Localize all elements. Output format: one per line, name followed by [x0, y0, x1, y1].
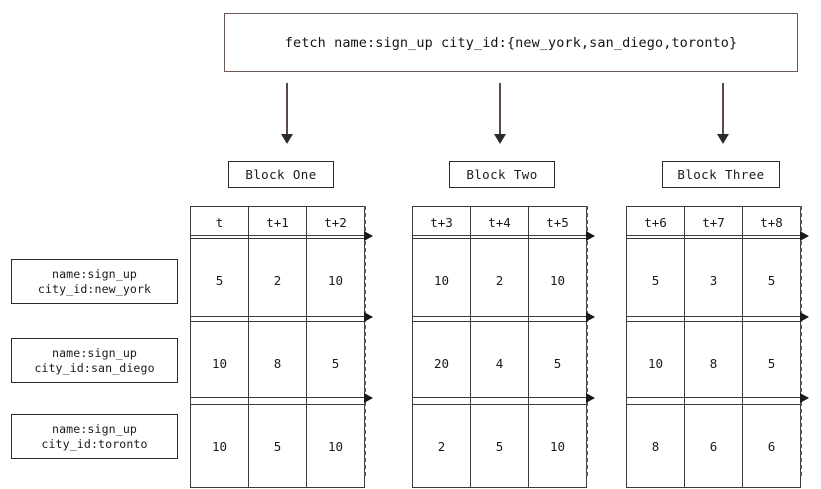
table-cell: 8 [248, 321, 307, 405]
block-label-three: Block Three [662, 161, 780, 188]
table-cell: 4 [470, 321, 529, 405]
flow-arrow-block-one-row-1 [190, 235, 372, 237]
flow-arrow-block-two-row-1 [412, 235, 594, 237]
table-cell: 5 [190, 238, 249, 322]
table-row: 5 3 5 [626, 238, 801, 322]
table-header-row: t+3 t+4 t+5 [412, 206, 587, 239]
table-cell: 5 [742, 321, 801, 405]
fetch-query-box: fetch name:sign_up city_id:{new_york,san… [224, 13, 798, 72]
flow-arrow-block-one-row-3 [190, 397, 372, 399]
table-row: 2 5 10 [412, 404, 587, 488]
table-cell: 5 [306, 321, 365, 405]
column-header: t+4 [470, 206, 529, 239]
flow-arrow-block-two-row-2 [412, 316, 594, 318]
block-label-three-text: Block Three [677, 167, 765, 182]
dashed-boundary-line [364, 206, 366, 478]
column-header: t+2 [306, 206, 365, 239]
table-row: 10 8 5 [626, 321, 801, 405]
fetch-query-text: fetch name:sign_up city_id:{new_york,san… [284, 34, 738, 51]
series-label-toronto: name:sign_up city_id:toronto [11, 414, 178, 459]
table-cell: 3 [684, 238, 743, 322]
flow-arrow-block-three-row-2 [626, 316, 808, 318]
series-label-toronto-line1: name:sign_up [52, 421, 137, 436]
block-label-two: Block Two [449, 161, 555, 188]
table-cell: 2 [412, 404, 471, 488]
column-header: t+8 [742, 206, 801, 239]
table-cell: 10 [528, 238, 587, 322]
table-cell: 6 [684, 404, 743, 488]
table-cell: 5 [626, 238, 685, 322]
table-cell: 8 [684, 321, 743, 405]
series-label-new-york-line1: name:sign_up [52, 266, 137, 281]
table-cell: 5 [470, 404, 529, 488]
arrow-down-block-three [722, 83, 724, 135]
table-row: 10 8 5 [190, 321, 365, 405]
table-cell: 2 [470, 238, 529, 322]
series-label-san-diego-line2: city_id:san_diego [34, 360, 155, 375]
column-header: t+1 [248, 206, 307, 239]
block-two-table: t+3 t+4 t+5 10 2 10 20 4 5 2 5 [412, 206, 588, 488]
flow-arrow-block-three-row-3 [626, 397, 808, 399]
series-label-toronto-line2: city_id:toronto [41, 436, 148, 451]
table-cell: 10 [190, 404, 249, 488]
table-cell: 6 [742, 404, 801, 488]
column-header: t [190, 206, 249, 239]
block-label-one: Block One [228, 161, 334, 188]
table-header-row: t t+1 t+2 [190, 206, 365, 239]
arrow-down-block-one [286, 83, 288, 135]
column-header: t+5 [528, 206, 587, 239]
table-cell: 5 [742, 238, 801, 322]
table-row: 20 4 5 [412, 321, 587, 405]
table-cell: 10 [190, 321, 249, 405]
column-header: t+3 [412, 206, 471, 239]
arrow-down-block-two [499, 83, 501, 135]
series-label-san-diego-line1: name:sign_up [52, 345, 137, 360]
flow-arrow-block-one-row-2 [190, 316, 372, 318]
table-row: 8 6 6 [626, 404, 801, 488]
block-label-two-text: Block Two [466, 167, 538, 182]
dashed-boundary-line [586, 206, 588, 478]
block-three-table: t+6 t+7 t+8 5 3 5 10 8 5 8 6 [626, 206, 802, 488]
series-label-new-york-line2: city_id:new_york [37, 281, 152, 296]
block-one-table: t t+1 t+2 5 2 10 10 8 5 10 5 [190, 206, 366, 488]
table-cell: 10 [626, 321, 685, 405]
table-row: 5 2 10 [190, 238, 365, 322]
table-cell: 10 [412, 238, 471, 322]
table-cell: 5 [248, 404, 307, 488]
table-row: 10 2 10 [412, 238, 587, 322]
flow-arrow-block-three-row-1 [626, 235, 808, 237]
column-header: t+7 [684, 206, 743, 239]
table-cell: 10 [528, 404, 587, 488]
table-cell: 10 [306, 404, 365, 488]
dashed-boundary-line [800, 206, 802, 478]
table-cell: 10 [306, 238, 365, 322]
table-row: 10 5 10 [190, 404, 365, 488]
table-cell: 20 [412, 321, 471, 405]
table-cell: 2 [248, 238, 307, 322]
series-label-new-york: name:sign_up city_id:new_york [11, 259, 178, 304]
block-label-one-text: Block One [245, 167, 317, 182]
table-header-row: t+6 t+7 t+8 [626, 206, 801, 239]
flow-arrow-block-two-row-3 [412, 397, 594, 399]
table-cell: 8 [626, 404, 685, 488]
series-label-san-diego: name:sign_up city_id:san_diego [11, 338, 178, 383]
column-header: t+6 [626, 206, 685, 239]
table-cell: 5 [528, 321, 587, 405]
